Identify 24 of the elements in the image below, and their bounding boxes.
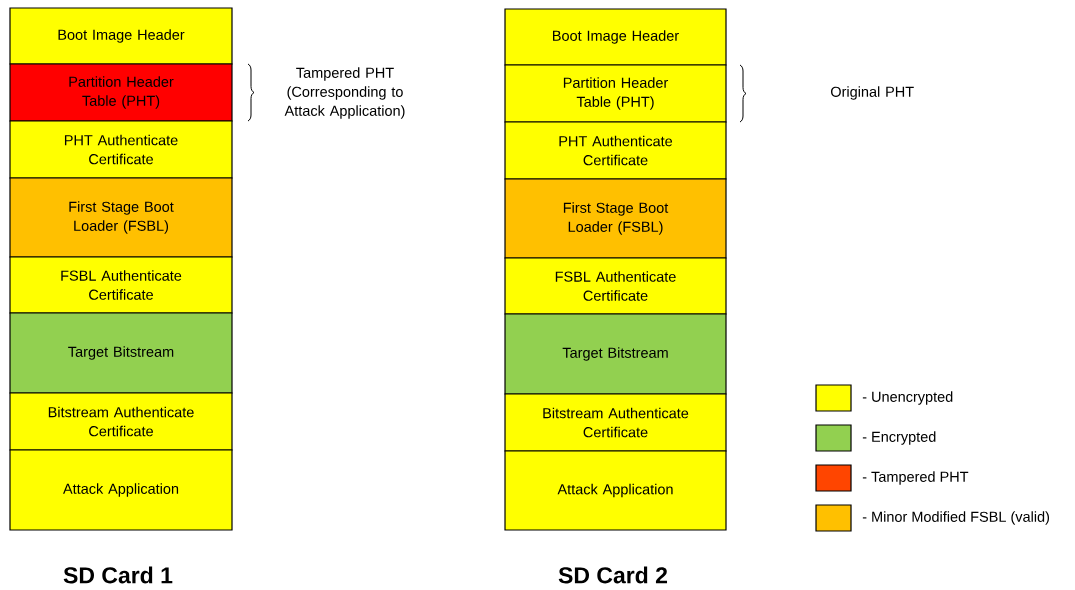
memory-block: FSBL Authenticate Certificate bbox=[504, 257, 727, 315]
memory-block: Target Bitstream bbox=[504, 313, 727, 395]
legend-label: - Minor Modified FSBL (valid) bbox=[862, 511, 1049, 525]
brace-label: Tampered PHT (Corresponding to Attack Application) bbox=[284, 67, 405, 119]
brace-label: Original PHT bbox=[831, 86, 914, 100]
memory-block: Attack Application bbox=[504, 450, 727, 531]
memory-block: First Stage Boot Loader (FSBL) bbox=[9, 177, 233, 258]
memory-block: Target Bitstream bbox=[9, 312, 233, 394]
memory-block: Boot Image Header bbox=[9, 7, 233, 65]
memory-block: Bitstream Authenticate Certificate bbox=[504, 393, 727, 452]
card-title: SD Card 1 bbox=[63, 566, 173, 584]
memory-block: Bitstream Authenticate Certificate bbox=[9, 392, 233, 451]
legend-label: - Unencrypted bbox=[862, 391, 953, 405]
memory-block: FSBL Authenticate Certificate bbox=[9, 256, 233, 314]
memory-block: PHT Authenticate Certificate bbox=[504, 121, 727, 180]
card-title: SD Card 2 bbox=[558, 566, 668, 584]
memory-block: Partition Header Table (PHT) bbox=[504, 64, 727, 123]
memory-block: Partition Header Table (PHT) bbox=[9, 63, 233, 122]
memory-block: Attack Application bbox=[9, 449, 233, 531]
memory-block: Boot Image Header bbox=[504, 8, 727, 66]
memory-block: PHT Authenticate Certificate bbox=[9, 120, 233, 179]
legend-label: - Tampered PHT bbox=[862, 471, 969, 485]
memory-block: First Stage Boot Loader (FSBL) bbox=[504, 178, 727, 259]
legend-label: - Encrypted bbox=[862, 431, 936, 445]
